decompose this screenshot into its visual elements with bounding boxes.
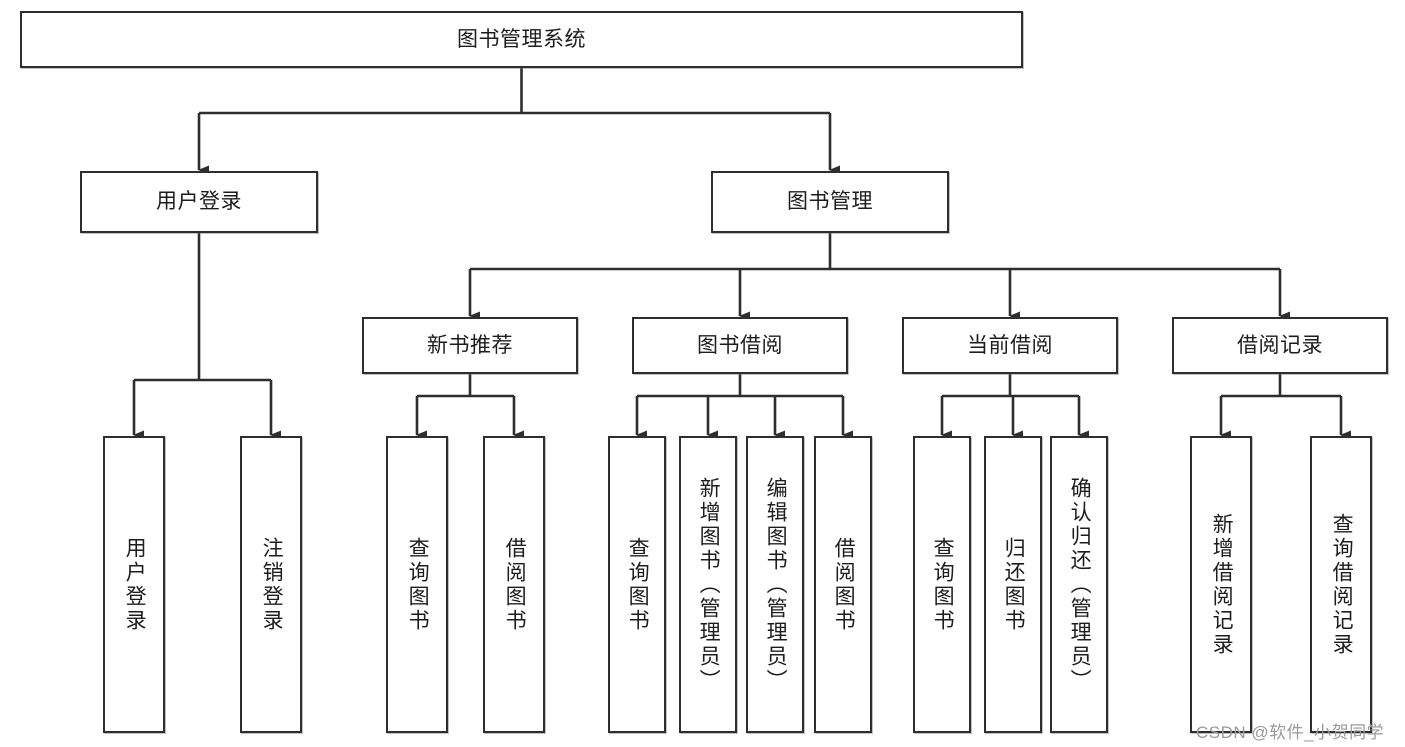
node-leaf7[interactable]: 编辑图书（管理员）: [746, 436, 804, 733]
node-leaf2[interactable]: 注销登录: [240, 436, 302, 733]
node-label-leaf12: 新增借阅记录: [1210, 512, 1234, 657]
node-label-leaf1: 用户登录: [123, 536, 147, 633]
node-borrow[interactable]: 图书借阅: [632, 317, 848, 374]
node-leaf3[interactable]: 查询图书: [386, 436, 448, 733]
node-bookmgmt[interactable]: 图书管理: [711, 171, 949, 233]
node-label-leaf4: 借阅图书: [503, 536, 527, 633]
node-label-root: 图书管理系统: [457, 27, 586, 51]
node-leaf5[interactable]: 查询图书: [608, 436, 666, 733]
node-leaf12[interactable]: 新增借阅记录: [1190, 436, 1252, 733]
node-label-leaf2: 注销登录: [260, 536, 284, 633]
node-leaf1[interactable]: 用户登录: [103, 436, 165, 733]
node-leaf9[interactable]: 查询图书: [913, 436, 971, 733]
node-current[interactable]: 当前借阅: [902, 317, 1118, 374]
node-newbook[interactable]: 新书推荐: [362, 317, 578, 374]
node-label-current: 当前借阅: [967, 333, 1053, 357]
node-label-leaf5: 查询图书: [626, 536, 650, 633]
node-label-leaf6: 新增图书（管理员）: [697, 476, 721, 693]
node-label-leaf7: 编辑图书（管理员）: [764, 476, 788, 693]
node-root[interactable]: 图书管理系统: [20, 11, 1023, 68]
node-label-newbook: 新书推荐: [427, 333, 513, 357]
node-label-leaf8: 借阅图书: [832, 536, 856, 633]
node-leaf13[interactable]: 查询借阅记录: [1310, 436, 1372, 733]
node-label-login: 用户登录: [156, 190, 242, 214]
node-login[interactable]: 用户登录: [80, 171, 318, 233]
node-leaf10[interactable]: 归还图书: [984, 436, 1042, 733]
node-label-leaf9: 查询图书: [931, 536, 955, 633]
node-leaf11[interactable]: 确认归还（管理员）: [1050, 436, 1108, 733]
node-label-leaf13: 查询借阅记录: [1330, 512, 1354, 657]
node-records[interactable]: 借阅记录: [1172, 317, 1388, 374]
node-leaf4[interactable]: 借阅图书: [483, 436, 545, 733]
node-leaf6[interactable]: 新增图书（管理员）: [679, 436, 737, 733]
node-label-leaf3: 查询图书: [406, 536, 430, 633]
node-label-leaf10: 归还图书: [1002, 536, 1026, 633]
node-label-bookmgmt: 图书管理: [787, 190, 873, 214]
node-label-borrow: 图书借阅: [697, 333, 783, 357]
node-leaf8[interactable]: 借阅图书: [814, 436, 872, 733]
node-label-leaf11: 确认归还（管理员）: [1068, 476, 1092, 693]
csdn-watermark: CSDN @软件_小贺同学: [1196, 723, 1385, 742]
node-label-records: 借阅记录: [1237, 333, 1323, 357]
